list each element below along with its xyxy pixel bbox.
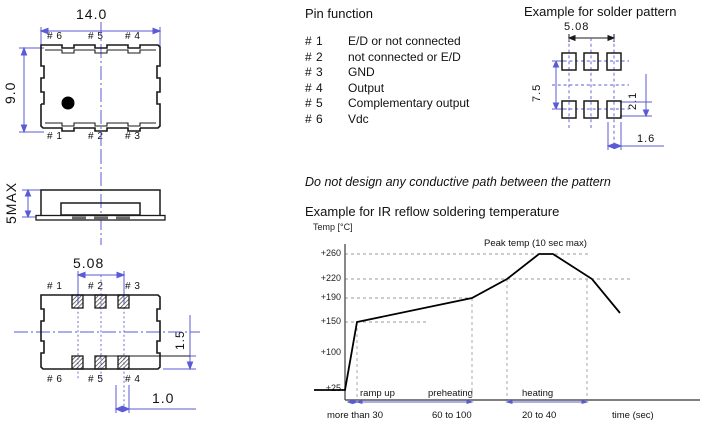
pin-number: # 1 [305,34,324,48]
pin-function-text: not connected or E/D [348,49,461,64]
pin-function-title: Pin function [305,6,373,21]
pin-function-text: E/D or not connected [348,34,461,48]
solder-pad-horizontal-centerlines [552,60,629,110]
peak-temp-annotation: Peak temp (10 sec max) [484,238,587,249]
bottom-view-pin-label-5: # 5 [88,374,104,385]
solder-pads-bottom-row [561,100,622,119]
top-view-pin-label-3: # 3 [125,131,141,142]
solder-span-dimension-line [552,59,564,111]
pin-function-table: # 1 E/D or not connected # 2 not connect… [305,34,469,127]
pin-function-text: GND [348,65,375,79]
package-outline [40,44,161,132]
chart-axes [344,244,700,401]
top-view-drawing [19,22,162,150]
pin-function-text: Output [348,80,385,95]
table-row: # 4 Output [305,81,469,97]
solder-pad-width-dim: 1.6 [637,133,656,145]
height-dimension-line [19,46,44,134]
solder-pattern-figure: Example for solder pattern 5.08 7.5 2.1 … [524,4,707,154]
top-view-pin-label-5: # 5 [88,31,104,42]
y-tick-label-100: +100 [320,347,341,357]
reflow-chart: Temp [°C] +260 +220 +190 +150 +100 +25 P… [300,222,707,424]
top-view-figure: 14.0 9.0 # 6 # 5 # 4 # 1 # 2 # 3 [0,0,290,150]
top-view-pin-label-6: # 6 [47,31,63,42]
bottom-view-pin-label-2: # 2 [88,281,104,292]
solder-pitch-dim: 5.08 [564,21,590,33]
bottom-view-horizontal-dim: 1.0 [152,390,175,406]
bottom-view-pads-bottom [71,355,130,370]
pin-function-text: Vdc [348,111,369,126]
table-row: # 3 GND [305,65,469,81]
side-view-drawing [22,150,166,245]
y-tick-label-260: +260 [320,248,341,258]
chart-x-axis-label: time (sec) [612,410,654,421]
phase-label-heating: heating [522,388,554,399]
phase-label-ramp-up: ramp up [360,388,395,399]
solder-pad-height-dimension-line [620,74,652,118]
table-row: # 2 not connected or E/D [305,50,469,66]
solder-pads-top-row [561,52,622,71]
bottom-view-outline [40,294,161,370]
y-tick-label-190: +190 [320,292,341,302]
y-tick-label-25: +25 [325,383,341,393]
duration-label-preheating: 60 to 100 [432,410,472,421]
y-tick-label-220: +220 [320,273,341,283]
pin-number: # 6 [305,111,324,126]
height-dimension-line-side [22,188,46,219]
pin-number: # 5 [305,96,324,110]
chart-phase-separators [356,279,588,400]
bottom-view-pin-label-4: # 4 [125,374,141,385]
bottom-view-pin-label-3: # 3 [125,281,141,292]
bottom-view-pin-label-6: # 6 [47,374,63,385]
bottom-view-pin-label-1: # 1 [47,281,63,292]
pin-function-block: Pin function # 1 E/D or not connected # … [305,6,469,127]
pin-function-text: Complementary output [348,96,470,110]
table-row: # 5 Complementary output [305,96,469,112]
pin-one-marker-dot [61,96,75,110]
chart-y-axis-label: Temp [°C] [313,222,353,232]
pin-number: # 2 [305,49,324,64]
solder-pattern-drawing [552,34,664,150]
top-view-width-dim: 14.0 [76,6,108,22]
package-inner-wall [45,49,156,127]
side-view-figure: 5MAX [0,150,290,245]
solder-pad-width-dimension-line [606,122,664,150]
table-row: # 1 E/D or not connected [305,34,469,50]
y-tick-label-150: +150 [320,316,341,326]
solder-pattern-title: Example for solder pattern [524,4,677,19]
phase-label-preheating: preheating [428,388,473,399]
top-view-pin-label-1: # 1 [47,131,63,142]
reflow-profile-curve [314,253,621,391]
duration-arrow-bars [346,399,589,405]
top-view-pin-label-4: # 4 [125,31,141,42]
pin-number: # 3 [305,65,324,79]
reflow-chart-plot [314,244,700,405]
reflow-chart-title: Example for IR reflow soldering temperat… [305,204,560,219]
vertical-dimension-1p5 [163,315,196,371]
bottom-view-figure: 5.08 # 1 # 2 # 3 # 6 # 5 # 4 1.5 1.0 [0,245,290,424]
bottom-view-pitch-dim: 5.08 [73,255,105,271]
duration-label-heating: 20 to 40 [522,410,557,421]
horizontal-dimension-1p0 [114,385,196,413]
bottom-view-pads-top [71,294,130,309]
duration-label-ramp-up: more than 30 [327,410,383,421]
solder-pitch-dimension-line [567,34,616,42]
table-row: # 6 Vdc [305,112,469,128]
side-view-base-flange [35,214,166,221]
top-view-pin-label-2: # 2 [88,131,104,142]
solder-pad-vertical-centerlines [568,38,615,149]
conductive-path-note: Do not design any conductive path betwee… [305,175,611,189]
bottom-view-drawing [14,271,200,413]
pin-number: # 4 [305,80,324,95]
